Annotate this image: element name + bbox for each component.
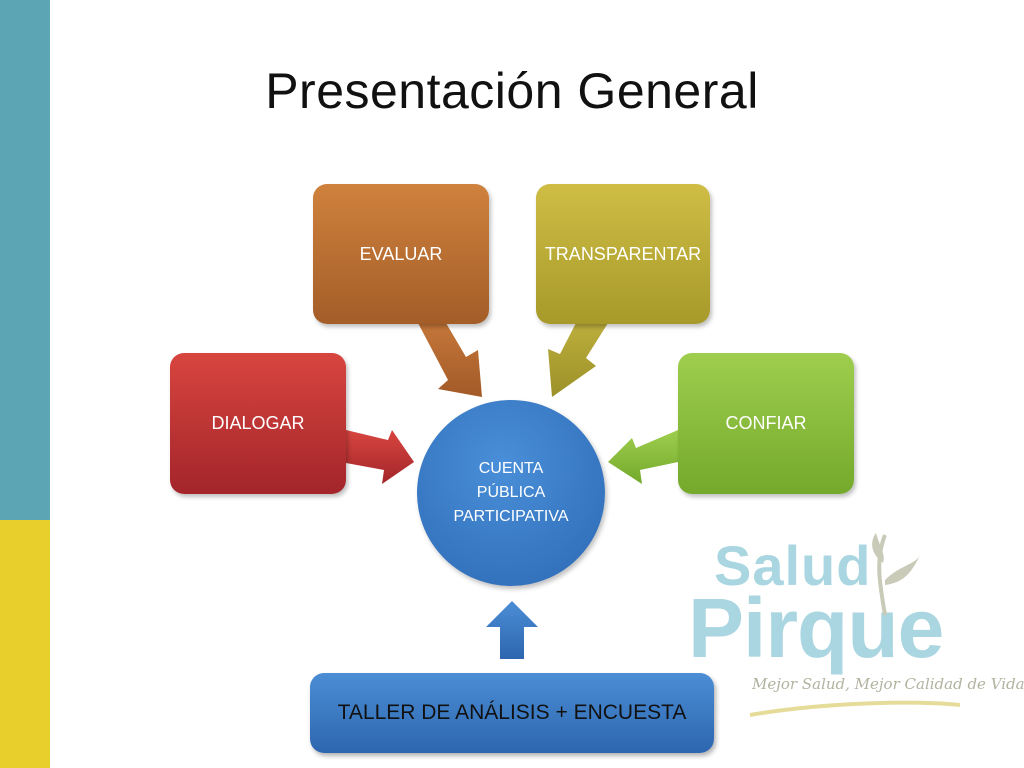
leaf-icon [749, 533, 961, 717]
salud-pirque-logo: Salud Pirque Mejor Salud, Mejor Calidad … [680, 525, 1024, 730]
node-label: CONFIAR [725, 413, 807, 433]
slide-title: Presentación General [265, 63, 759, 119]
center-label-line: PARTICIPATIVA [453, 508, 569, 525]
node-evaluar: EVALUAR [313, 184, 489, 324]
arrow-transparentar [548, 323, 608, 397]
logo-tagline: Mejor Salud, Mejor Calidad de Vida. [752, 675, 1024, 693]
logo-text-salud: Salud [714, 534, 872, 597]
arrow-evaluar [418, 323, 482, 397]
arrow-up-bottom [486, 601, 538, 659]
logo-text-pirque: Pirque [688, 581, 944, 675]
left-strip-teal [0, 0, 50, 520]
center-label-line: PÚBLICA [476, 484, 546, 501]
arrow-confiar [608, 430, 678, 484]
arrow-dialogar [346, 430, 414, 484]
node-transparentar: TRANSPARENTAR [536, 184, 710, 324]
left-strip-yellow [0, 520, 50, 768]
bottom-node: TALLER DE ANÁLISIS + ENCUESTA [310, 673, 714, 753]
node-label: DIALOGAR [211, 413, 305, 433]
node-label: EVALUAR [359, 243, 443, 264]
node-dialogar: DIALOGAR [170, 353, 346, 494]
center-node: CUENTA PÚBLICA PARTICIPATIVA [417, 400, 605, 586]
node-label: TRANSPARENTAR [544, 243, 702, 264]
center-label-line: CUENTA [478, 460, 544, 477]
node-confiar: CONFIAR [678, 353, 854, 494]
bottom-label: TALLER DE ANÁLISIS + ENCUESTA [337, 701, 687, 724]
